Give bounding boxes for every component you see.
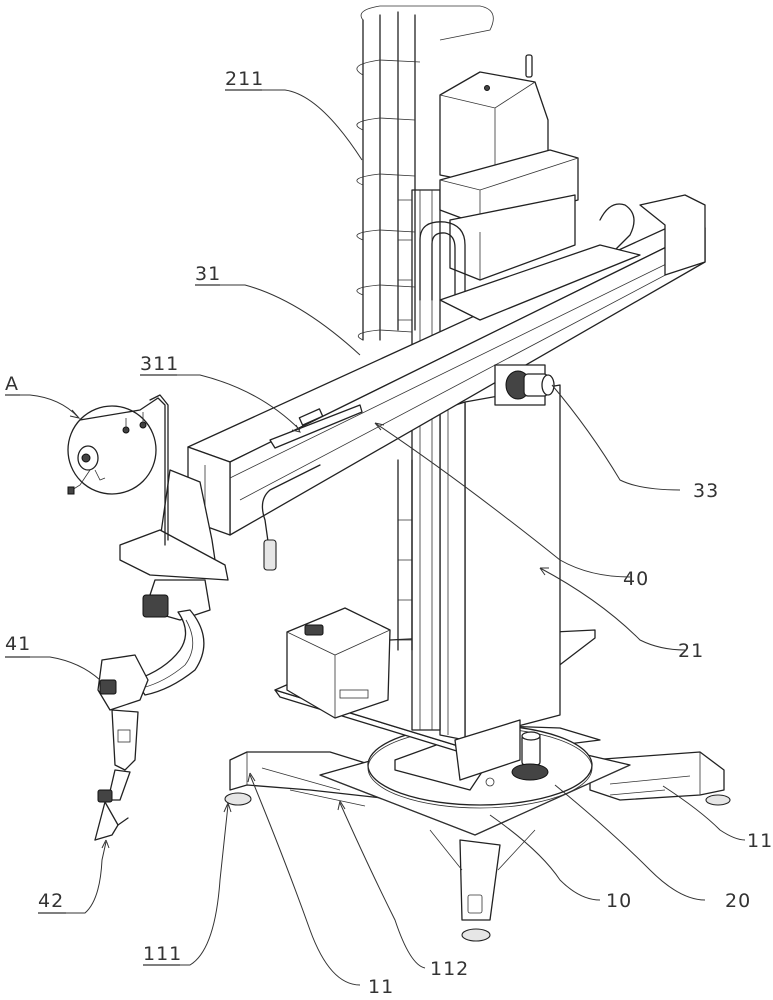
column-cover [464,384,561,741]
leveling-foot-front [461,928,491,942]
leg-right [589,751,725,801]
reference-labels: 211 31 311 A 33 40 21 41 42 11 10 20 111… [5,68,773,998]
label-41: 41 [5,633,31,655]
label-10: 10 [606,890,632,912]
label-31: 31 [195,263,221,285]
robot-elbow [97,654,149,711]
column [411,189,561,781]
label-21: 21 [678,640,704,662]
rotation-drive-gear [511,763,549,781]
leg-front [459,839,501,921]
label-42: 42 [38,890,64,912]
label-11-right: 11 [747,830,773,852]
welding-torch [94,789,129,841]
detail-callout-a [67,397,166,546]
boom [187,194,706,571]
label-A: A [5,373,19,395]
label-111: 111 [143,943,182,965]
boom-drive-motor [494,364,555,406]
carriage-motor-housing [439,71,549,186]
leveling-foot-right [705,794,731,806]
label-112: 112 [430,958,469,980]
carriage [419,54,635,301]
ladder-cage [356,5,494,651]
leader-lines [5,89,746,986]
label-311: 311 [140,353,179,375]
leveling-foot-left [224,792,252,806]
boom-slide-rail [269,404,363,449]
label-11-front: 11 [368,976,394,998]
label-211: 211 [225,68,264,90]
label-33: 33 [693,480,719,502]
robot-forearm [111,709,139,771]
robot-assembly [94,394,229,841]
label-40: 40 [623,568,649,590]
detail-circle [67,405,157,495]
label-20: 20 [725,890,751,912]
